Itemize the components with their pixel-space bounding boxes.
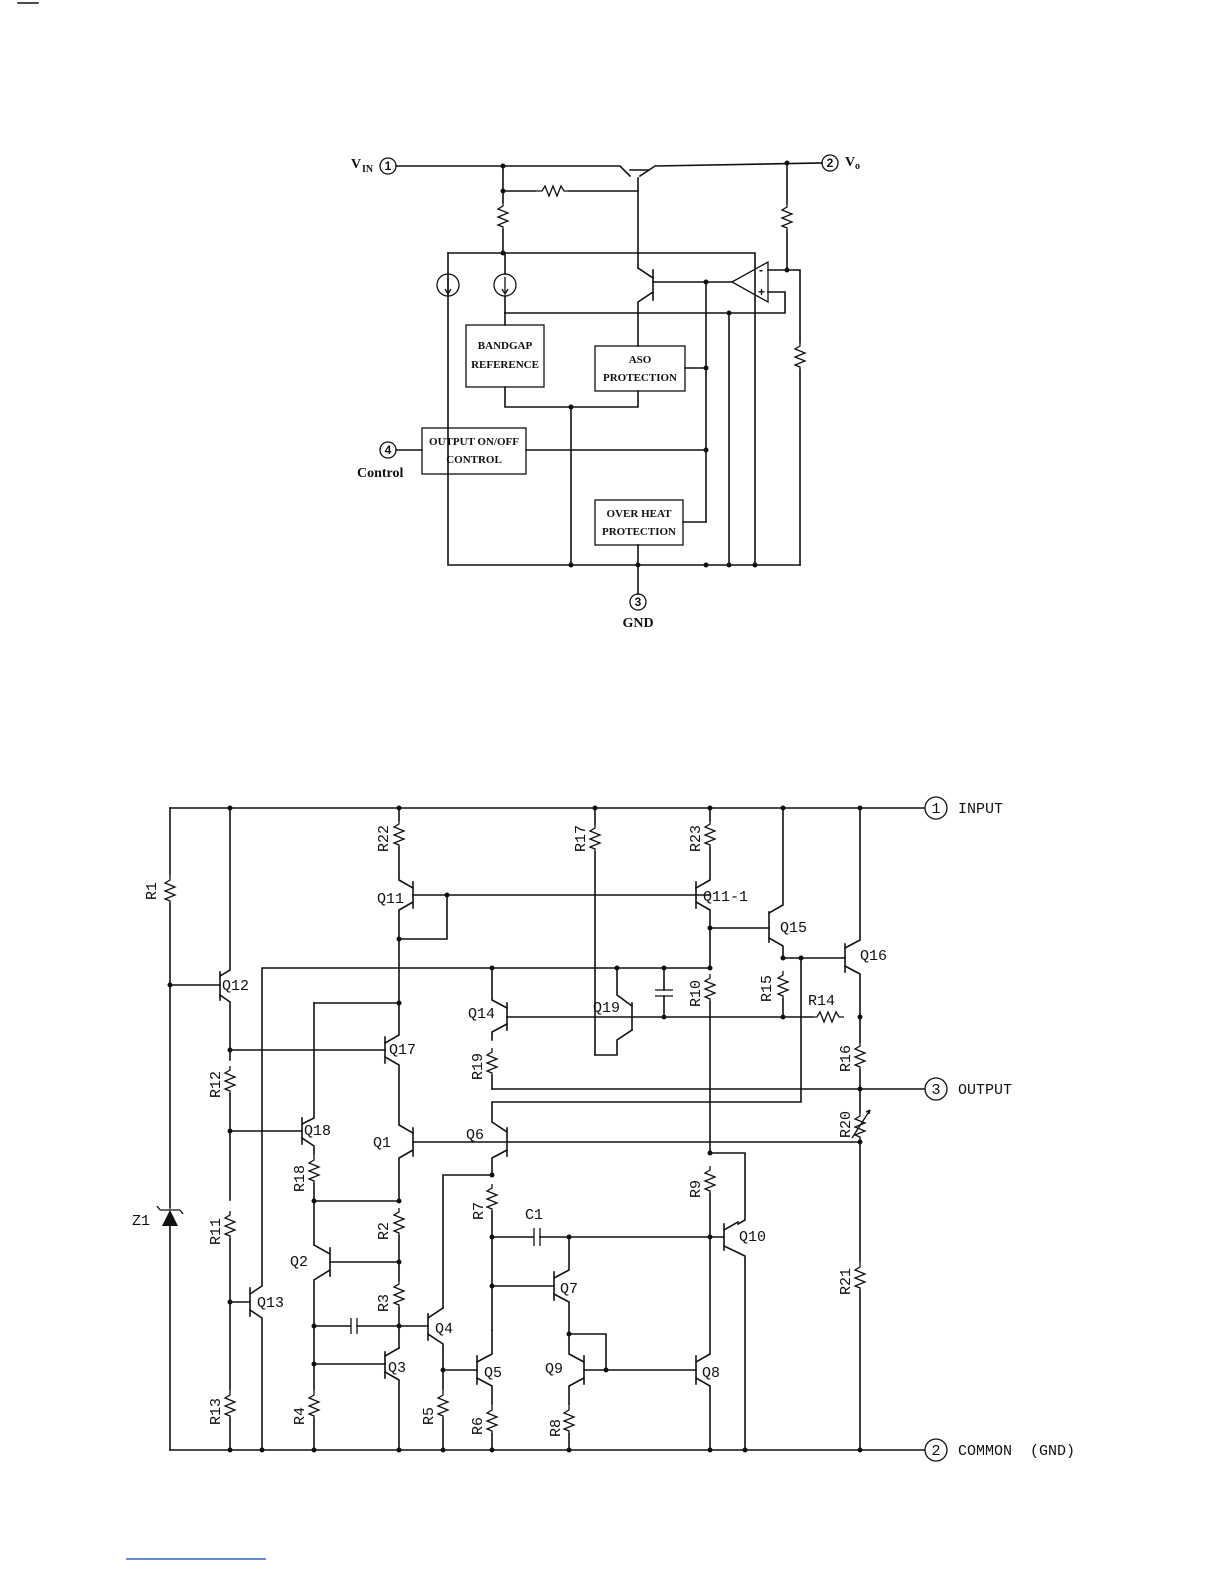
pin-control: 4 Control [357,441,404,481]
label-r13: R13 [208,1398,225,1425]
label-q6: Q6 [466,1127,484,1144]
label-r10: R10 [688,980,705,1007]
label-q5: Q5 [484,1365,502,1382]
pin-output-number: 3 [931,1082,940,1099]
label-r19: R19 [470,1053,487,1080]
label-q12: Q12 [222,978,249,995]
pin-control-number: 4 [385,443,392,457]
label-r6: R6 [470,1417,487,1435]
bandgap-line2: REFERENCE [471,359,539,371]
label-r7: R7 [471,1202,488,1220]
opamp-plus: + [758,285,765,299]
label-q3: Q3 [388,1360,406,1377]
label-q1: Q1 [373,1135,391,1152]
label-r22: R22 [376,825,393,852]
label-r17: R17 [573,825,590,852]
label-q2: Q2 [290,1254,308,1271]
pin-common: 2 COMMON (GND) [924,1438,1075,1462]
pin-vo: 2 V o [821,154,860,172]
label-r4: R4 [292,1407,309,1425]
label-q18: Q18 [304,1123,331,1140]
schematic: Z1 Q12 [132,796,1075,1462]
label-q7: Q7 [560,1281,578,1298]
label-q13: Q13 [257,1295,284,1312]
label-r21: R21 [838,1268,855,1295]
label-r16: R16 [838,1045,855,1072]
label-r23: R23 [688,825,705,852]
label-q11: Q11 [377,891,404,908]
label-r2: R2 [376,1222,393,1240]
pin-gnd: 3 GND [622,593,654,631]
pin-output-label: OUTPUT [958,1082,1012,1099]
pin-control-label: Control [357,466,404,481]
pin-vin-label-sub: IN [362,164,374,175]
label-r1: R1 [144,882,161,900]
opamp-minus: - [759,263,763,277]
pin-gnd-label: GND [622,616,653,631]
pin-vin-number: 1 [385,159,392,173]
label-r15: R15 [759,975,776,1002]
onoff-line2: CONTROL [446,454,502,466]
label-c1: C1 [525,1207,543,1224]
label-r14: R14 [808,993,835,1010]
pin-vin: 1 V IN [351,157,397,175]
pin-input-label: INPUT [958,801,1003,818]
label-r9: R9 [688,1180,705,1198]
pin-common-label: COMMON (GND) [958,1443,1075,1460]
onoff-line1: OUTPUT ON/OFF [429,436,519,448]
label-r3: R3 [376,1294,393,1312]
label-z1: Z1 [132,1213,150,1230]
pin-input: 1 INPUT [924,796,1003,820]
label-r11: R11 [208,1218,225,1245]
label-q10: Q10 [739,1229,766,1246]
aso-line1: ASO [629,354,652,366]
block-diagram: 1 V IN 2 V o [351,154,860,631]
label-r12: R12 [208,1071,225,1098]
pin-vo-label: V [845,155,855,170]
pin-output: 3 OUTPUT [924,1077,1012,1101]
label-q14: Q14 [468,1006,495,1023]
label-r5: R5 [421,1407,438,1425]
pin-common-number: 2 [931,1443,940,1460]
pin-input-number: 1 [931,801,940,818]
label-q16: Q16 [860,948,887,965]
label-q11-1: Q11-1 [703,889,748,906]
label-r18: R18 [292,1165,309,1192]
pin-vo-number: 2 [827,156,834,170]
overheat-line2: PROTECTION [602,526,676,538]
label-r8: R8 [548,1419,565,1437]
label-r20: R20 [838,1111,855,1138]
aso-line2: PROTECTION [603,372,677,384]
pin-vo-label-sub: o [855,161,860,172]
label-q8: Q8 [702,1365,720,1382]
pin-vin-label: V [351,157,361,172]
bandgap-line1: BANDGAP [478,340,533,352]
overheat-line1: OVER HEAT [607,508,673,520]
pin-gnd-number: 3 [635,595,642,609]
label-q15: Q15 [780,920,807,937]
label-q19: Q19 [593,1000,620,1017]
label-q4: Q4 [435,1321,453,1338]
label-q9: Q9 [545,1361,563,1378]
label-q17: Q17 [389,1042,416,1059]
